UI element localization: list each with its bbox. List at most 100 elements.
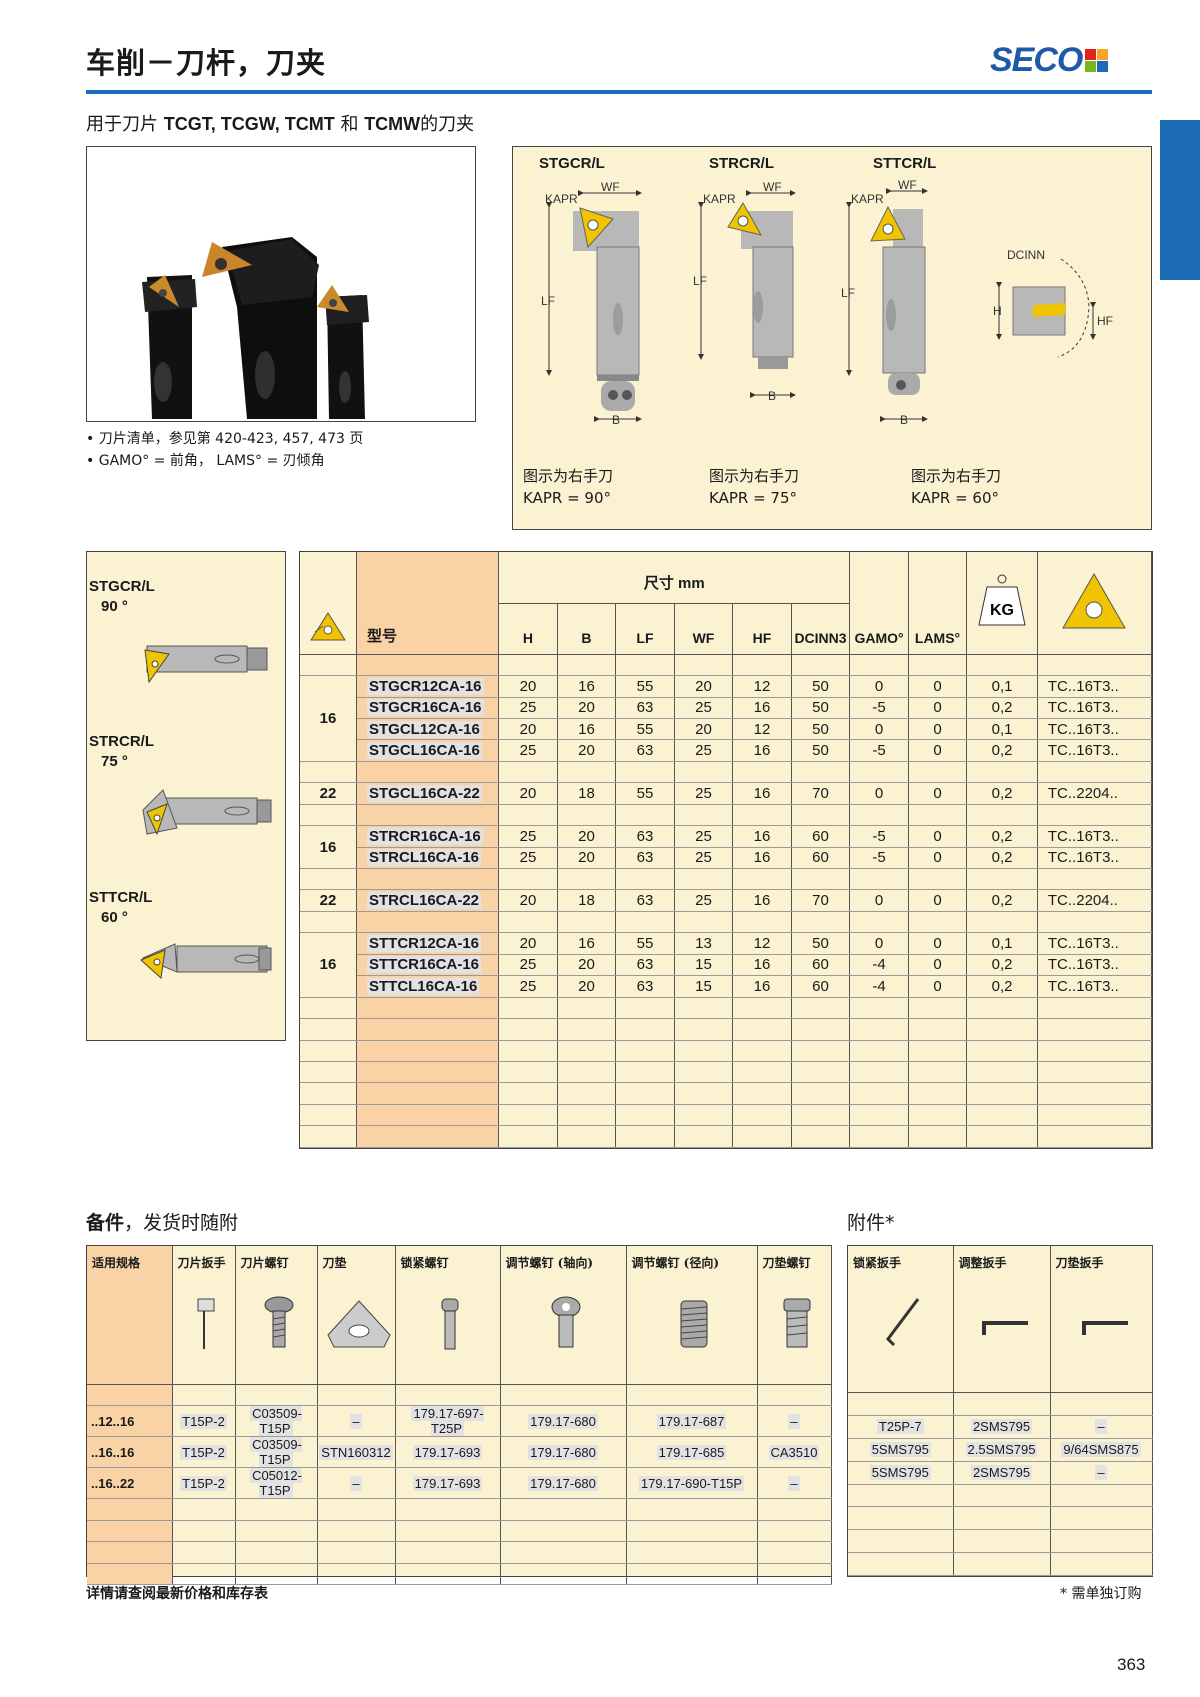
empty-cell (849, 654, 909, 677)
schema-tool-name: STRCR/L (709, 155, 774, 172)
empty-cell (87, 1563, 173, 1585)
empty-cell (395, 1498, 501, 1521)
empty-cell (791, 868, 851, 891)
model-cell[interactable]: STRCL16CA-22 (356, 889, 500, 912)
model-cell[interactable]: STGCL12CA-16 (356, 718, 500, 741)
empty-cell (557, 1061, 617, 1084)
part-code-cell[interactable]: STN160312 (317, 1436, 396, 1468)
cell-text: – (350, 1475, 362, 1491)
spacer-row (300, 868, 1153, 891)
acc-code-cell[interactable]: 2SMS795 (953, 1461, 1051, 1485)
value-cell-wf: 15 (674, 975, 734, 998)
empty-cell (300, 761, 357, 784)
empty-cell (172, 1520, 236, 1542)
value-cell-h: 25 (498, 847, 558, 870)
part-code-cell[interactable]: T15P-2 (172, 1467, 236, 1499)
empty-cell (615, 654, 675, 677)
value-cell-wf: 20 (674, 675, 734, 698)
acc-code-cell[interactable]: – (1050, 1461, 1153, 1485)
model-code: STTCR12CA-16 (366, 935, 482, 953)
empty-cell (300, 1082, 357, 1105)
part-code-cell[interactable]: C05012-T15P (235, 1467, 318, 1499)
empty-cell (356, 1082, 500, 1105)
empty-cell (300, 1040, 357, 1062)
model-cell[interactable]: STGCR16CA-16 (356, 697, 500, 719)
insert-icon (1037, 552, 1153, 655)
part-code-cell[interactable]: 179.17-680 (500, 1467, 627, 1499)
stgc-holder-icon (144, 645, 268, 684)
schema-caption-angle: KAPR = 60° (911, 489, 999, 507)
part-code-cell[interactable]: 179.17-680 (500, 1405, 627, 1437)
cell-text: T15P-2 (180, 1475, 227, 1491)
empty-cell (908, 1040, 968, 1062)
subtitle-code-last: TCMW (364, 114, 421, 134)
model-cell[interactable]: STTCR12CA-16 (356, 932, 500, 955)
acc-code-cell[interactable]: – (1050, 1415, 1153, 1439)
model-cell[interactable]: STTCR16CA-16 (356, 954, 500, 977)
model-cell[interactable]: STRCL16CA-16 (356, 847, 500, 870)
part-code-cell[interactable]: 179.17-697-T25P (395, 1405, 501, 1437)
empty-cell (300, 654, 357, 677)
acc-code-cell[interactable]: 9/64SMS875 (1050, 1438, 1153, 1462)
value-cell-b: 20 (557, 825, 617, 848)
part-code-cell[interactable]: T15P-2 (172, 1405, 236, 1437)
part-code-cell[interactable]: 179.17-690-T15P (626, 1467, 758, 1499)
empty-cell (791, 1082, 851, 1105)
accessories-title: 附件* (847, 1212, 895, 1234)
empty-cell (732, 1082, 792, 1105)
part-code-cell[interactable]: – (757, 1467, 832, 1499)
cell-text: C03509-T15P (250, 1406, 302, 1436)
acc-code-cell[interactable]: 5SMS795 (848, 1461, 954, 1485)
acc-col-header: 调整扳手 (953, 1246, 1051, 1394)
value-cell-dcinn3: 60 (791, 847, 851, 870)
schema-tool-name: STTCR/L (873, 155, 937, 172)
model-cell[interactable]: STGCL16CA-16 (356, 739, 500, 762)
dim-hf: HF (1097, 314, 1113, 328)
value-cell-hf: 16 (732, 697, 792, 719)
empty-cell (500, 1498, 627, 1521)
acc-code-cell[interactable]: 5SMS795 (848, 1438, 954, 1462)
empty-cell (732, 1061, 792, 1084)
model-cell[interactable]: STTCL16CA-16 (356, 975, 500, 998)
part-code-cell[interactable]: 179.17-693 (395, 1436, 501, 1468)
spacer-row (87, 1384, 832, 1406)
part-code-cell[interactable]: 179.17-693 (395, 1467, 501, 1499)
empty-row (87, 1498, 832, 1521)
empty-cell (317, 1541, 396, 1564)
empty-cell (300, 1104, 357, 1127)
empty-cell (317, 1520, 396, 1542)
model-cell[interactable]: STGCR12CA-16 (356, 675, 500, 698)
empty-cell (87, 1384, 173, 1406)
part-code-cell[interactable]: C03509-T15P (235, 1436, 318, 1468)
empty-cell (848, 1484, 954, 1508)
acc-code-cell[interactable]: T25P-7 (848, 1415, 954, 1439)
parts-col-header: 调节螺钉 (轴向) (500, 1246, 627, 1385)
part-code-cell[interactable]: – (757, 1405, 832, 1437)
model-cell[interactable]: STRCR16CA-16 (356, 825, 500, 848)
cell-text: 179.17-687 (656, 1413, 727, 1429)
part-code-cell[interactable]: 179.17-685 (626, 1436, 758, 1468)
part-code-cell[interactable]: T15P-2 (172, 1436, 236, 1468)
part-code-cell[interactable]: CA3510 (757, 1436, 832, 1468)
part-code-cell[interactable]: 179.17-687 (626, 1405, 758, 1437)
empty-cell (557, 997, 617, 1020)
cell-text: 179.17-690-T15P (638, 1475, 745, 1491)
model-code: STGCL16CA-22 (366, 784, 482, 802)
acc-code-cell[interactable]: 2.5SMS795 (953, 1438, 1051, 1462)
acc-code-cell[interactable]: 2SMS795 (953, 1415, 1051, 1439)
empty-cell (791, 1018, 851, 1041)
dim-h: H (993, 304, 1002, 318)
empty-cell (849, 1018, 909, 1041)
part-code-cell[interactable]: 179.17-680 (500, 1436, 627, 1468)
empty-cell (908, 804, 968, 827)
part-code-cell[interactable]: – (317, 1467, 396, 1499)
part-code-cell[interactable]: – (317, 1405, 396, 1437)
part-code-cell[interactable]: C03509-T15P (235, 1405, 318, 1437)
schema-caption-text: 图示为右手刀 (709, 467, 800, 485)
model-cell[interactable]: STGCL16CA-22 (356, 782, 500, 805)
empty-cell (1037, 761, 1153, 784)
